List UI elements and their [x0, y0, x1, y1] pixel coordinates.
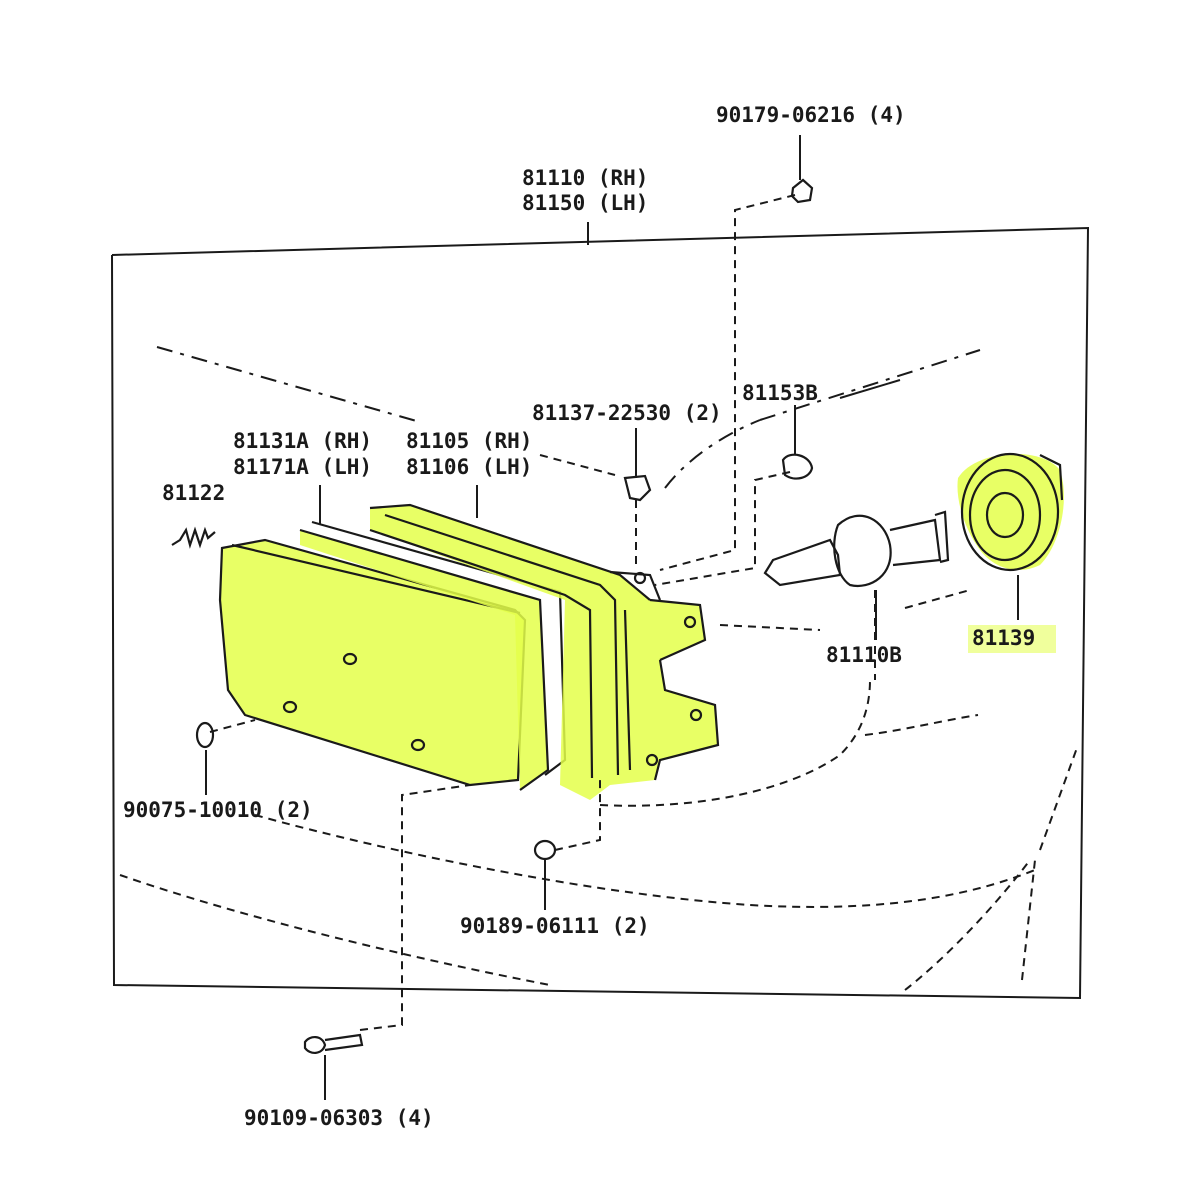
vehicle-frame	[111, 226, 1090, 1000]
body-outline-lines	[119, 346, 1079, 991]
label-81139-highlight	[968, 625, 1056, 653]
label-90179-06216: 90179-06216 (4)	[716, 103, 906, 127]
label-81131a-rh: 81131A (RH)	[233, 429, 372, 453]
fasteners	[195, 178, 814, 1054]
washer-90075-icon	[195, 721, 215, 749]
nut-90179-icon	[790, 178, 814, 204]
clip-81137-icon	[623, 474, 652, 502]
label-81139: 81139	[972, 626, 1035, 650]
bulb-81110b	[763, 510, 950, 588]
label-81110b: 81110B	[826, 643, 902, 667]
headlamp-lens-81131a	[218, 538, 527, 787]
label-81110-rh: 81110 (RH)	[522, 166, 648, 190]
label-81106-lh: 81106 (LH)	[406, 455, 532, 479]
leader-lines	[205, 135, 1019, 1100]
label-90189-06111: 90189-06111 (2)	[460, 914, 650, 938]
nut-90189-icon	[533, 839, 557, 861]
part-labels: 90179-06216 (4) 81110 (RH) 81150 (LH) 81…	[123, 103, 1035, 1130]
lens-gasket	[299, 520, 567, 791]
grommet-81153b-icon	[781, 453, 814, 480]
label-81150-lh: 81150 (LH)	[522, 191, 648, 215]
socket-cap-81139	[957, 452, 1064, 572]
bolt-90109-icon	[303, 1033, 364, 1054]
headlamp-housing-81105	[369, 503, 720, 800]
label-81105-rh: 81105 (RH)	[406, 429, 532, 453]
spring-81122	[171, 526, 216, 549]
label-90109-06303: 90109-06303 (4)	[244, 1106, 434, 1130]
label-81122: 81122	[162, 481, 225, 505]
label-90075-10010: 90075-10010 (2)	[123, 798, 313, 822]
label-81171a-lh: 81171A (LH)	[233, 455, 372, 479]
label-81137-22530: 81137-22530 (2)	[532, 401, 722, 425]
label-81153b: 81153B	[742, 381, 818, 405]
